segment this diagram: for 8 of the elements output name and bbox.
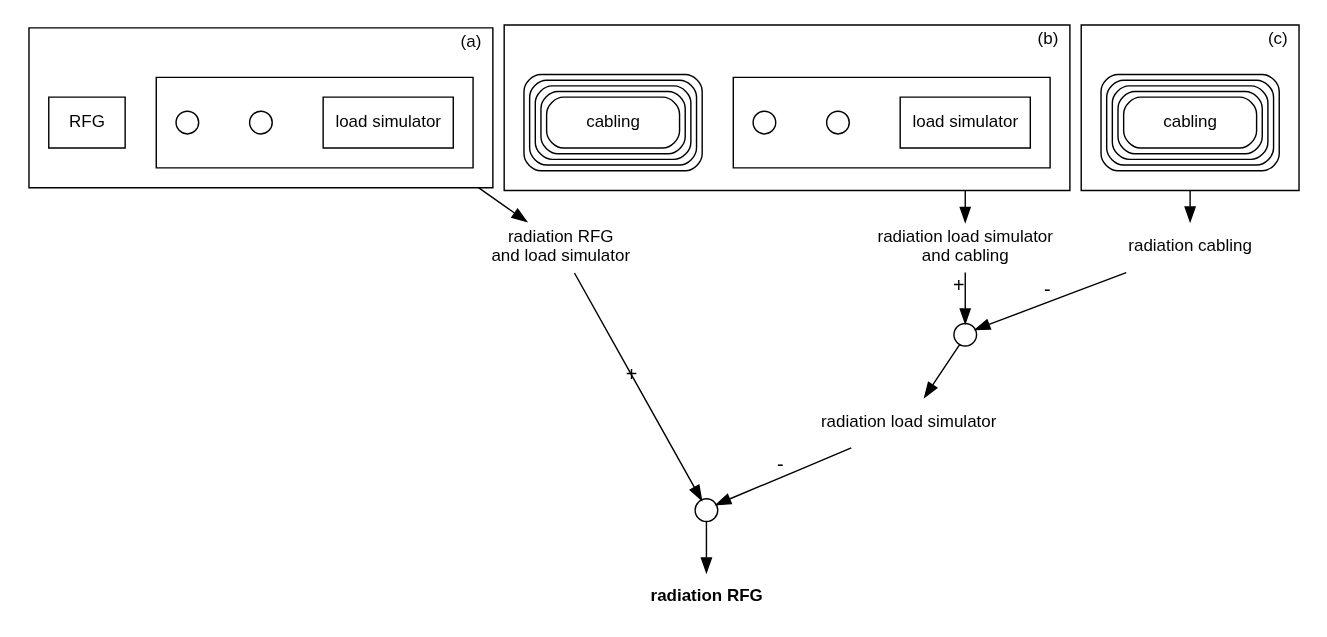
- node-text: radiation RFG and load simulator: [490, 227, 630, 265]
- edge-label: +: [952, 274, 965, 297]
- node-text: radiation cabling: [1127, 236, 1252, 256]
- node-text: radiation load simulator: [820, 411, 996, 431]
- edge-label: -: [776, 452, 784, 475]
- node-text: radiation load simulator and cabling: [877, 227, 1053, 265]
- edge-label: -: [1043, 277, 1051, 300]
- node-text: radiation RFG: [650, 585, 763, 605]
